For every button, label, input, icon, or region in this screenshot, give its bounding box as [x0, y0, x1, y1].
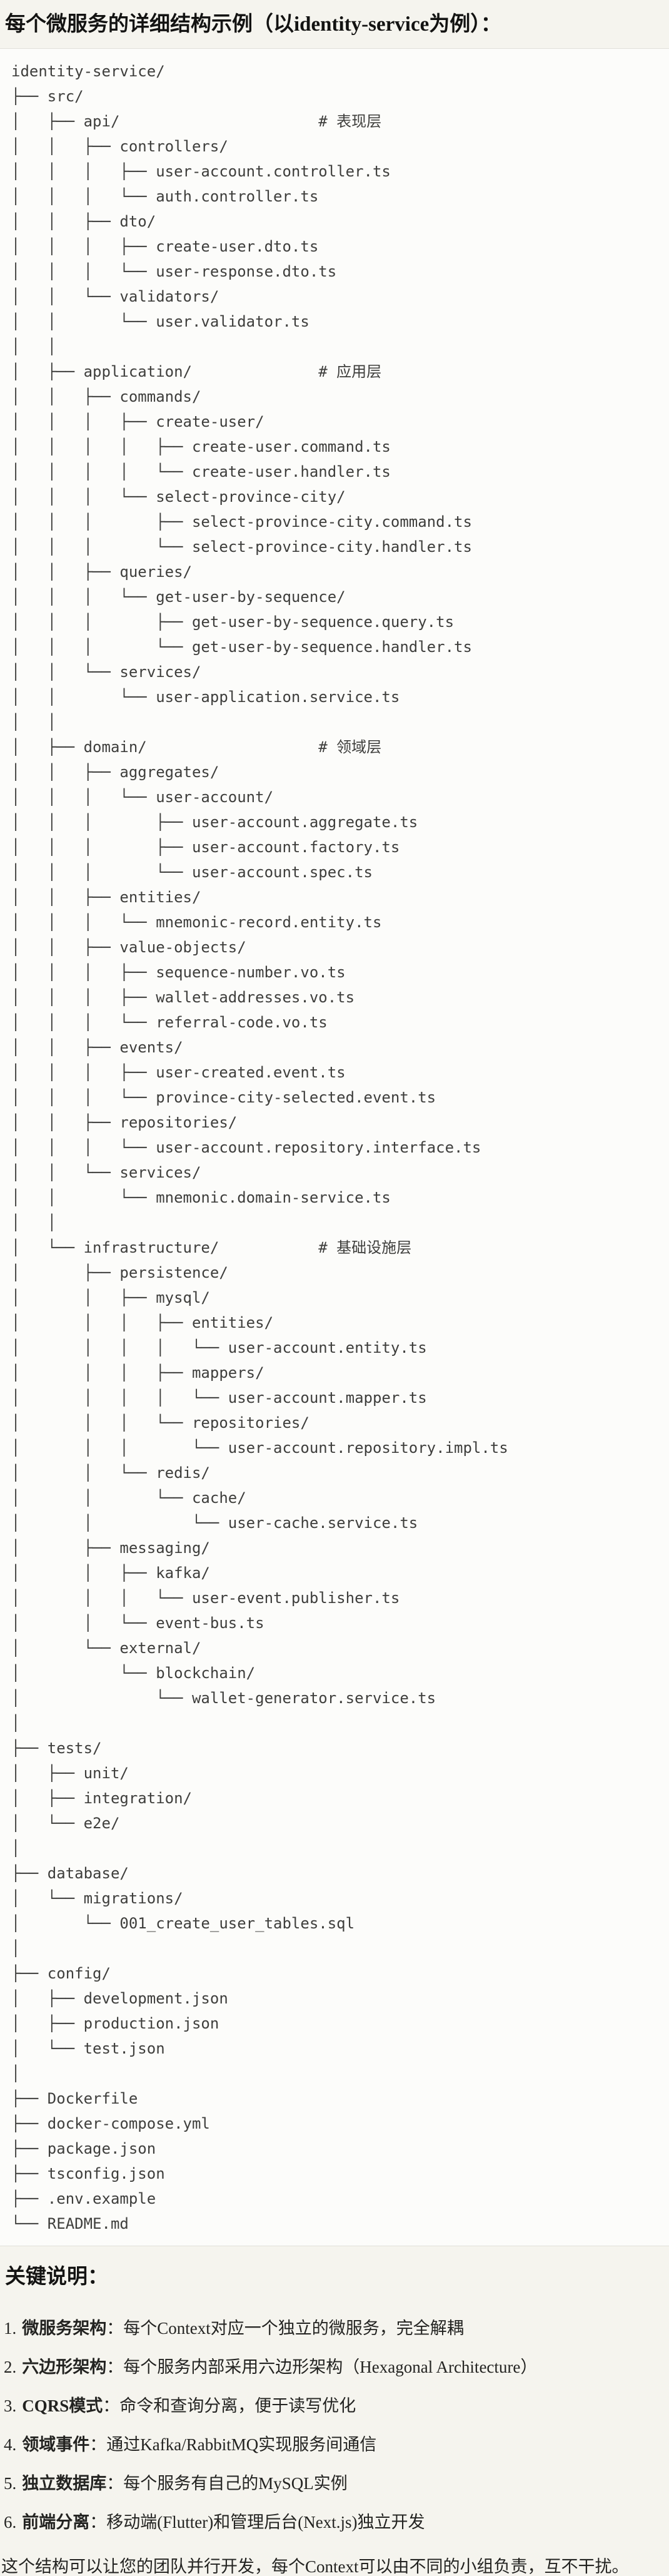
- note-text: 通过Kafka/RabbitMQ实现服务间通信: [106, 2435, 377, 2454]
- key-notes-section: 关键说明： 1.微服务架构：每个Context对应一个独立的微服务，完全解耦 2…: [0, 2263, 669, 2576]
- note-item-microservices: 1. 微服务架构：每个Context对应一个独立的微服务，完全解耦: [4, 2317, 663, 2340]
- note-number: 6.: [4, 2513, 17, 2532]
- note-text: 每个服务有自己的MySQL实例: [123, 2474, 348, 2493]
- note-text: 移动端(Flutter)和管理后台(Next.js)独立开发: [106, 2513, 425, 2532]
- note-text: 命令和查询分离，便于读写优化: [119, 2396, 356, 2415]
- notes-heading: 关键说明：: [5, 2266, 108, 2288]
- note-colon: ：: [89, 2513, 107, 2532]
- page-title: 每个微服务的详细结构示例（以identity-service为例）：: [5, 13, 501, 36]
- note-term: 微服务架构: [22, 2319, 107, 2338]
- file-tree-code-block: identity-service/ ├── src/ │ ├── api/ # …: [0, 48, 669, 2246]
- note-item-cqrs: 3. CQRS模式：命令和查询分离，便于读写优化: [4, 2395, 663, 2418]
- note-number: 5.: [4, 2474, 17, 2493]
- note-term: CQRS模式: [22, 2396, 103, 2415]
- note-term: 独立数据库: [22, 2474, 107, 2493]
- note-term: 六边形架构: [22, 2358, 107, 2376]
- note-text: 每个服务内部采用六边形架构（Hexagonal Architecture）: [123, 2358, 538, 2376]
- document-header: 每个微服务的详细结构示例（以identity-service为例）：: [0, 0, 669, 48]
- note-colon: ：: [106, 2358, 124, 2376]
- note-item-domain-events: 4. 领域事件：通过Kafka/RabbitMQ实现服务间通信: [4, 2433, 663, 2456]
- note-number: 4.: [4, 2435, 17, 2454]
- note-term: 前端分离: [22, 2513, 90, 2532]
- note-colon: ：: [106, 2319, 124, 2338]
- note-item-frontend-split: 6. 前端分离：移动端(Flutter)和管理后台(Next.js)独立开发: [4, 2511, 663, 2534]
- note-colon: ：: [103, 2396, 120, 2415]
- note-text: 每个Context对应一个独立的微服务，完全解耦: [123, 2319, 464, 2338]
- note-number: 2.: [4, 2358, 17, 2376]
- note-number: 1.: [4, 2319, 17, 2338]
- note-term: 领域事件: [22, 2435, 90, 2454]
- note-number: 3.: [4, 2396, 17, 2415]
- notes-list: 1.微服务架构：每个Context对应一个独立的微服务，完全解耦 2.六边形架构…: [4, 2317, 663, 2534]
- note-colon: ：: [106, 2474, 124, 2493]
- note-item-hexagonal: 2. 六边形架构：每个服务内部采用六边形架构（Hexagonal Architec…: [4, 2356, 663, 2379]
- note-colon: ：: [89, 2435, 107, 2454]
- note-item-independent-db: 5. 独立数据库：每个服务有自己的MySQL实例: [4, 2472, 663, 2495]
- closing-paragraph: 这个结构可以让您的团队并行开发，每个Context可以由不同的小组负责，互不干扰…: [1, 2557, 629, 2576]
